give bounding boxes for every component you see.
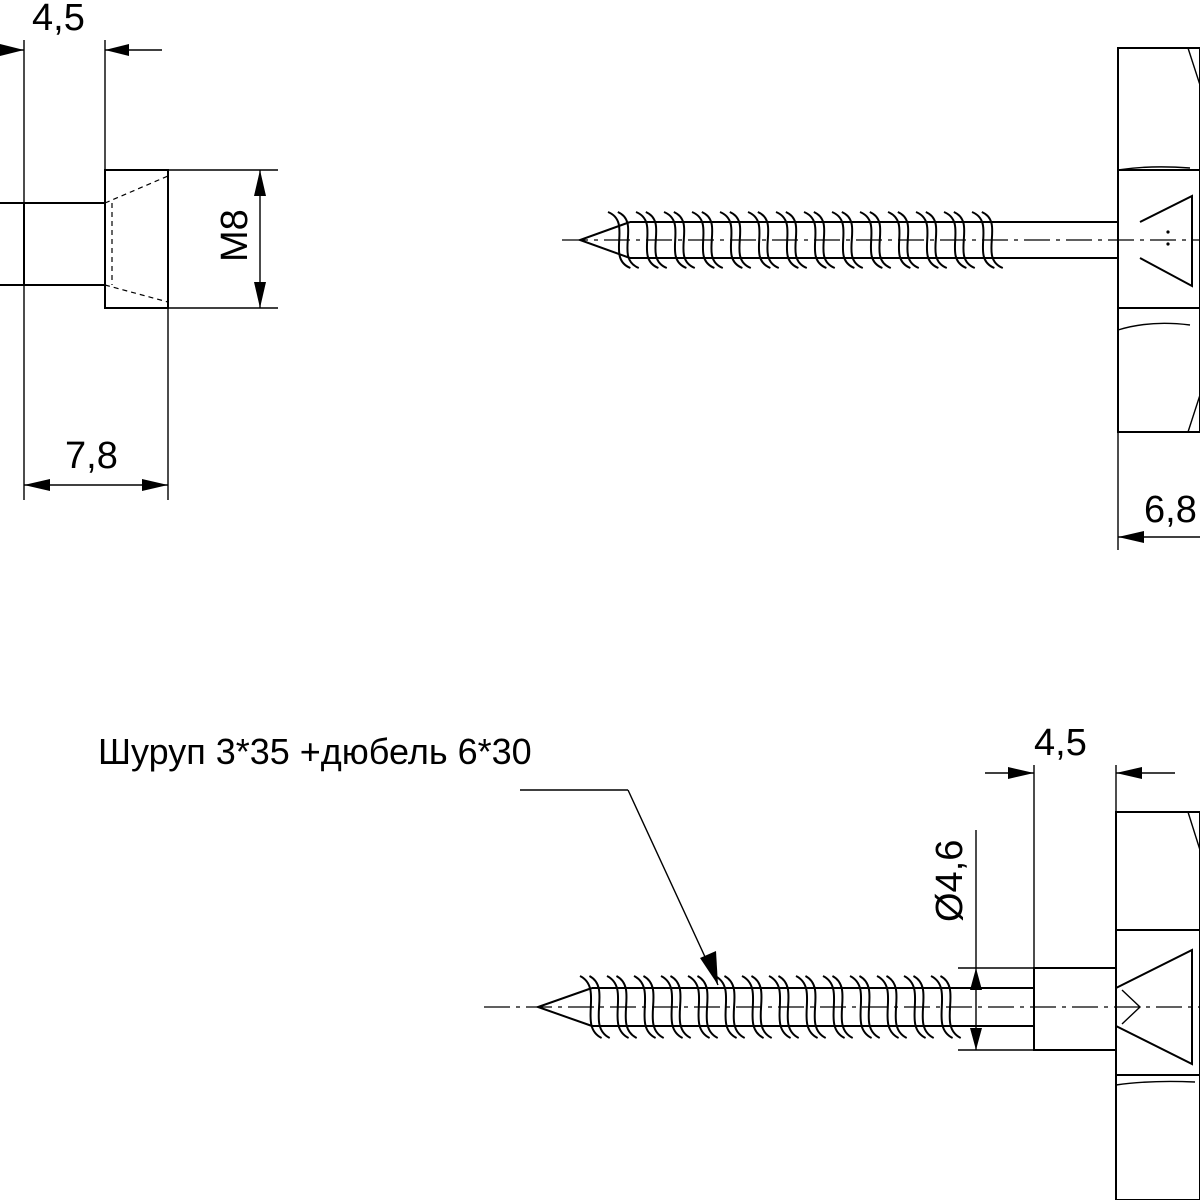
dim-top-left-length: 7,8 <box>65 435 118 477</box>
thread-turn <box>579 975 611 1039</box>
fastener-shank <box>23 202 106 286</box>
thread-turn <box>822 975 854 1039</box>
dim-bottom-diameter: Ø4,6 <box>929 840 971 922</box>
thread-turn <box>775 211 808 269</box>
thread-turn <box>971 211 1004 269</box>
thread-turn <box>607 211 640 269</box>
thread-turn <box>719 211 752 269</box>
thread-turn <box>887 211 920 269</box>
thread-turn <box>635 211 668 269</box>
thread-turn <box>876 975 908 1039</box>
thread-turn <box>915 211 948 269</box>
bottom-plate <box>1115 811 1200 1200</box>
screw-thread-bottom <box>579 975 962 1039</box>
bottom-screw-assembly: 4,5 Ø4,6 Шуруп 3*35 +дюбель 6*30 <box>98 722 1200 1200</box>
thread-turn <box>831 211 864 269</box>
thread-turn <box>930 975 962 1039</box>
dim-top-left-thread: M8 <box>214 209 256 262</box>
thread-turn <box>663 211 696 269</box>
thread-turn <box>687 975 719 1039</box>
thread-turn <box>741 975 773 1039</box>
thread-turn <box>606 975 638 1039</box>
thread-turn <box>747 211 780 269</box>
screw-note-label: Шуруп 3*35 +дюбель 6*30 <box>98 731 532 772</box>
top-right-plate <box>1117 47 1200 433</box>
thread-turn <box>849 975 881 1039</box>
thread-turn <box>633 975 665 1039</box>
thread-turn <box>943 211 976 269</box>
dim-top-right-length: 6,8 <box>1144 489 1197 531</box>
thread-turn <box>660 975 692 1039</box>
dim-bottom-width: 4,5 <box>1034 722 1087 764</box>
top-left-fastener-view: 4,5 M8 7,8 <box>0 0 278 500</box>
thread-turn <box>859 211 892 269</box>
dim-top-left-width: 4,5 <box>32 0 85 39</box>
screw-thread-top <box>607 211 1004 269</box>
thread-turn <box>691 211 724 269</box>
thread-turn <box>768 975 800 1039</box>
top-right-screw-assembly: 6,8 <box>562 47 1200 550</box>
thread-turn <box>714 975 746 1039</box>
bottom-dowel <box>1033 967 1117 1051</box>
thread-turn <box>795 975 827 1039</box>
thread-turn <box>903 975 935 1039</box>
thread-turn <box>803 211 836 269</box>
